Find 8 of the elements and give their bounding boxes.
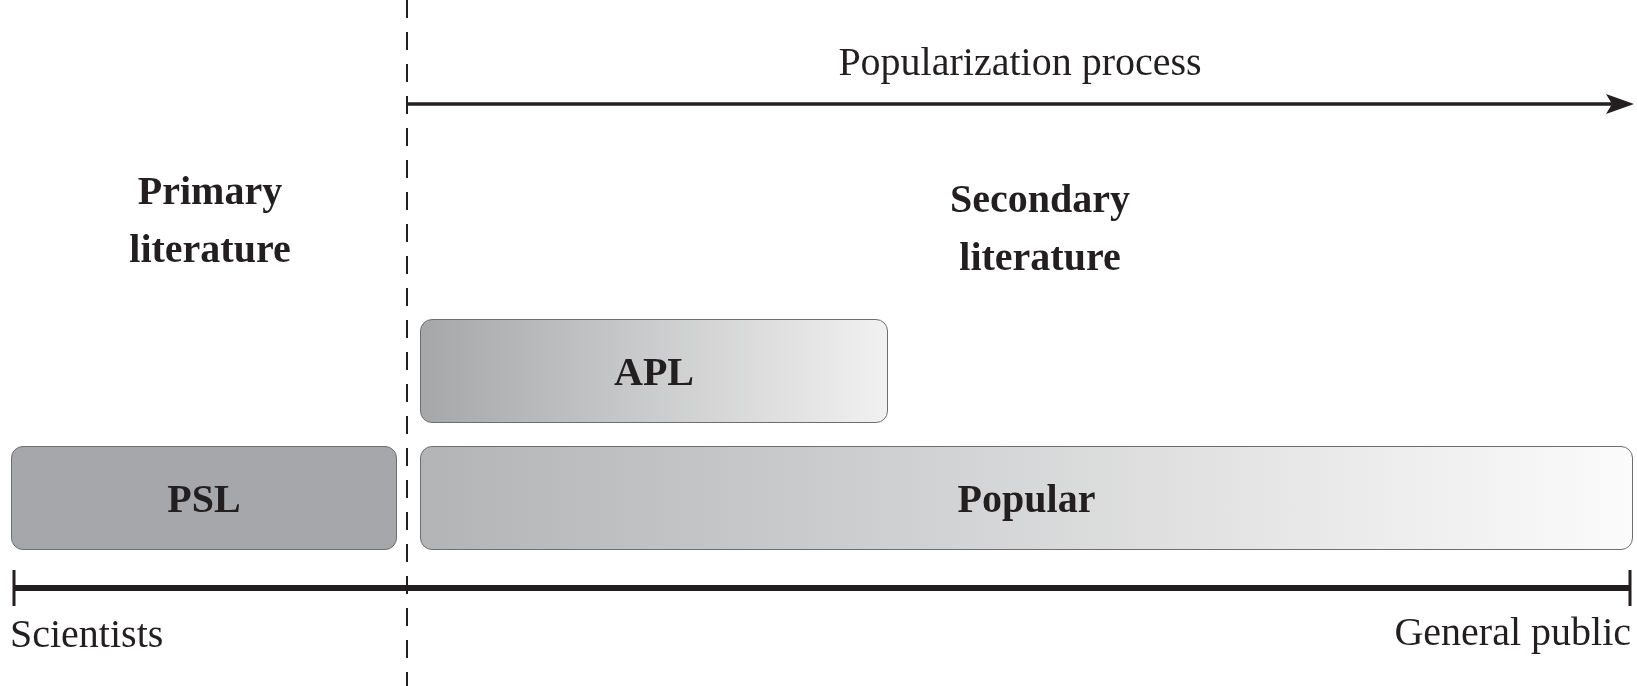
- category-box: Popular: [420, 446, 1633, 550]
- arrow-label: Popularization process: [837, 38, 1203, 86]
- category-box: APL: [420, 319, 888, 423]
- scale-end-label: General public: [1394, 608, 1631, 656]
- category-box: PSL: [11, 446, 397, 550]
- scale-end-label: Scientists: [10, 610, 164, 658]
- section-heading: Secondary literature: [949, 175, 1131, 281]
- section-heading: Primary literature: [128, 167, 292, 273]
